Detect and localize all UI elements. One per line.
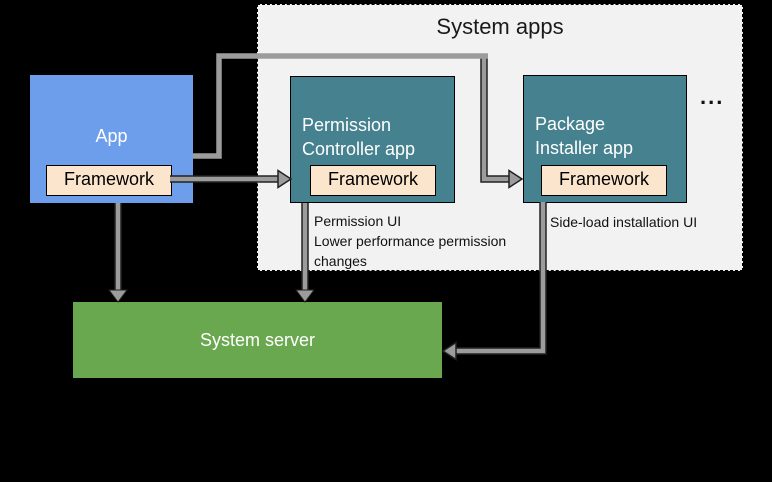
permission-controller-label: Permission Controller app: [302, 115, 416, 159]
note-line: Permission UI: [314, 213, 402, 229]
note-line: Lower performance permission: [314, 233, 507, 249]
package-installer-note: Side-load installation UI: [550, 214, 698, 230]
more-apps-ellipsis: ...: [700, 84, 725, 109]
system-apps-title: System apps: [436, 14, 564, 39]
arrowhead: [295, 289, 315, 303]
connector-package-installer-to-system-server: [441, 202, 547, 361]
permission-controller-framework-box: Framework: [310, 165, 436, 196]
system-server-box: System server: [73, 302, 442, 378]
connector-app-elbow-top: [193, 53, 488, 159]
connector-to-package-installer: [480, 54, 524, 189]
connector-framework-to-permission-controller: [170, 169, 293, 189]
package-installer-label: Package Installer app: [535, 114, 634, 158]
connector-permission-controller-to-system-server: [295, 203, 315, 303]
note-line: changes: [314, 253, 367, 269]
permission-controller-note: Permission UI Lower performance permissi…: [314, 211, 506, 271]
app-framework-box: Framework: [46, 165, 172, 196]
arrowhead: [508, 169, 524, 189]
connector-app-to-system-server: [108, 203, 128, 303]
arrowhead: [277, 169, 293, 189]
app-label: App: [95, 126, 128, 146]
package-installer-framework-box: Framework: [541, 165, 667, 196]
arrowhead: [108, 289, 128, 303]
arrowhead: [441, 341, 457, 361]
